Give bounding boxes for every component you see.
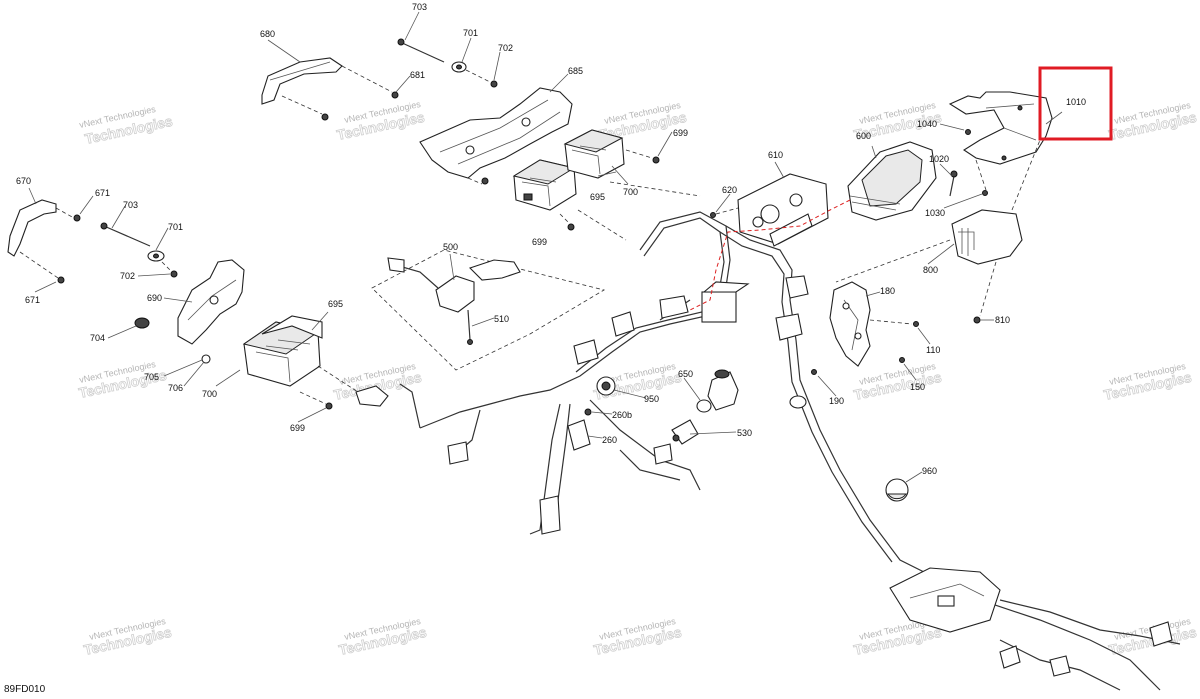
diagram-code: 89FD010 (4, 684, 46, 695)
lower-switch-assembly (7, 199, 389, 410)
callout-703: 703 (412, 2, 427, 12)
screw-681 (391, 91, 399, 99)
handle-680 (261, 57, 343, 105)
callout-681: 681 (410, 70, 425, 80)
callout-530: 530 (737, 428, 752, 438)
callout-702: 702 (498, 43, 513, 53)
callout-699: 699 (290, 423, 305, 433)
callout-690: 690 (147, 293, 162, 303)
callout-706: 706 (168, 383, 183, 393)
callout-1020: 1020 (929, 154, 949, 164)
callout-705: 705 (144, 372, 159, 382)
callout-510: 510 (494, 314, 509, 324)
callout-620: 620 (722, 185, 737, 195)
callout-699: 699 (532, 237, 547, 247)
callout-699: 699 (673, 128, 688, 138)
connector-260 (567, 419, 591, 451)
nut-706 (201, 354, 211, 364)
callout-leaders (28, 11, 1063, 483)
wiring-harness (399, 211, 1181, 691)
callout-960: 960 (922, 466, 937, 476)
bracket-180 (829, 281, 871, 367)
callout-671: 671 (95, 188, 110, 198)
callout-260: 260 (602, 435, 617, 445)
callout-950: 950 (644, 394, 659, 404)
fuse-box (701, 291, 737, 323)
connector-260b (584, 408, 592, 416)
callout-703: 703 (123, 200, 138, 210)
callout-680: 680 (260, 29, 275, 39)
nut-702 (490, 80, 498, 88)
screw-671 (57, 276, 65, 284)
screw-620 (710, 212, 716, 218)
callout-685: 685 (568, 66, 583, 76)
callout-600: 600 (856, 131, 871, 141)
callout-701: 701 (168, 222, 183, 232)
bolt-703 (399, 41, 445, 63)
callout-670: 670 (16, 176, 31, 186)
connector-clip (355, 385, 389, 407)
bracket-1010 (948, 91, 1053, 165)
callout-700: 700 (623, 187, 638, 197)
module-bracket-group (829, 91, 1053, 367)
callout-110: 110 (926, 345, 940, 355)
callout-1040: 1040 (917, 119, 937, 129)
callout-190: 190 (829, 396, 844, 406)
callout-150: 150 (910, 382, 925, 392)
callout-650: 650 (678, 369, 693, 379)
switch-module-695 (512, 159, 577, 211)
ecu-800 (951, 209, 1023, 265)
handle-670 (7, 199, 57, 257)
screw-510 (467, 309, 471, 341)
bracket-685 (419, 87, 573, 179)
callout-260b: 260b (612, 410, 632, 420)
switch-500 (435, 275, 475, 313)
watermarks: vNext Technologies Technologies vNext Te… (77, 99, 1199, 658)
callout-610: 610 (768, 150, 783, 160)
callout-671: 671 (25, 295, 40, 305)
switch-module-695-700 (242, 315, 323, 387)
callout-180: 180 (880, 286, 895, 296)
upper-switch-assembly (261, 38, 701, 241)
callout-704: 704 (90, 333, 105, 343)
highlight-box-1010 (1038, 66, 1113, 141)
switch-module-700 (563, 129, 625, 179)
callout-1030: 1030 (925, 208, 945, 218)
callout-labels: 680 703 701 702 681 685 699 695 700 699 … (16, 2, 1086, 476)
outlet-530 (707, 371, 739, 411)
ignition-switch-group (371, 249, 606, 371)
callout-702: 702 (120, 271, 135, 281)
callout-700: 700 (202, 389, 217, 399)
callout-695: 695 (328, 299, 343, 309)
callout-500: 500 (443, 242, 458, 252)
callout-810: 810 (995, 315, 1010, 325)
grommet-704 (134, 317, 150, 329)
callout-695: 695 (590, 192, 605, 202)
callout-1010: 1010 (1066, 97, 1086, 107)
callout-800: 800 (923, 265, 938, 275)
nut-650 (696, 399, 712, 413)
instrument-cluster-group (689, 141, 937, 311)
callout-701: 701 (463, 28, 478, 38)
grommet-190 (789, 395, 807, 409)
